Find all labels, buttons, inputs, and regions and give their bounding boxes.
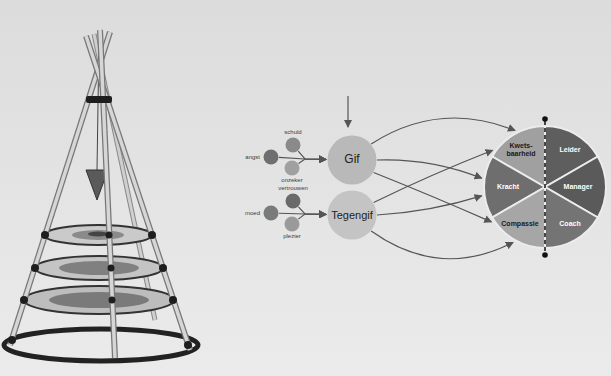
small-circle-label: plezier: [283, 233, 301, 240]
main-circle: Gif: [327, 135, 377, 185]
small-circle: onzeker: [284, 160, 300, 176]
flow-arrow: [298, 207, 326, 215]
small-circle: moed: [263, 205, 279, 221]
small-circle: angst: [263, 149, 279, 165]
circle-label: Gif: [344, 153, 359, 166]
flow-arrow: [298, 151, 326, 159]
flow-arrow: [374, 173, 492, 222]
sector-shape: [492, 187, 545, 248]
small-circle: schuld: [285, 137, 301, 153]
small-circle-label: moed: [245, 210, 260, 217]
small-circle-label: vertrouwen: [278, 185, 308, 192]
circle-shape: [263, 205, 279, 221]
segment-label: Manager: [564, 183, 593, 191]
flow-arrow: [299, 159, 326, 163]
flow-arrow: [377, 160, 482, 178]
flow-arrow: [374, 150, 493, 202]
small-circle-label: onzeker: [281, 177, 302, 184]
circle-shape: [284, 216, 300, 232]
flow-arrow: [298, 214, 326, 219]
flow-arrow: [371, 118, 515, 144]
circle-shape: [263, 149, 279, 165]
segment-label: Kracht: [497, 183, 519, 191]
wheel-segment: Coach: [545, 187, 598, 248]
small-circle: vertrouwen: [285, 193, 301, 209]
segment-label: Kwets-baarheid: [503, 142, 539, 158]
small-circle-label: angst: [245, 154, 260, 161]
circle-label: Tegengif: [331, 209, 373, 221]
flow-arrow: [377, 196, 482, 215]
small-circle: plezier: [284, 216, 300, 232]
wheel-segment: Compassie: [492, 187, 545, 248]
flow-arrow: [371, 231, 513, 259]
segment-label: Coach: [559, 220, 580, 228]
main-circle: Tegengif: [327, 190, 377, 240]
circle-shape: [285, 193, 301, 209]
circle-shape: [285, 137, 301, 153]
circle-shape: [284, 160, 300, 176]
segment-label: Compassie: [501, 220, 538, 228]
small-circle-label: schuld: [284, 129, 301, 136]
segment-label: Leider: [559, 146, 580, 154]
sector-shape: [545, 187, 598, 248]
